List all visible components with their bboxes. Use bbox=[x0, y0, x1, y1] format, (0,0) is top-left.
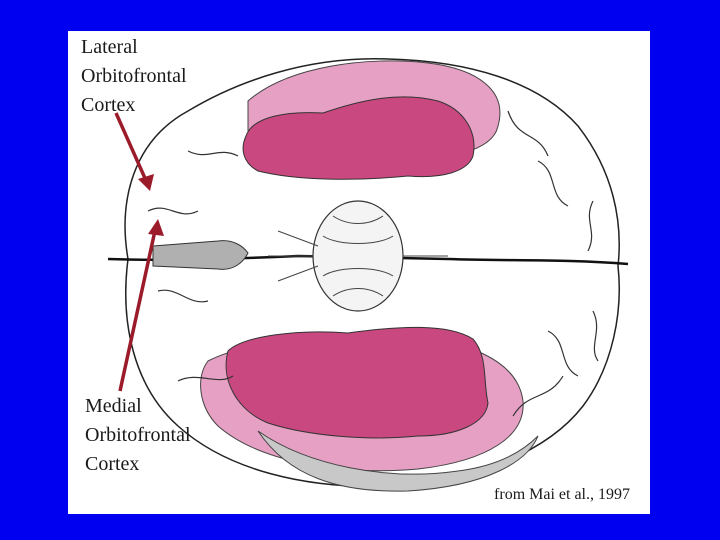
lateral-label-line-2: Orbitofrontal bbox=[81, 65, 187, 87]
lower-region-gray bbox=[257, 430, 539, 492]
brain-illustration bbox=[107, 58, 629, 492]
medial-label-line-1: Medial bbox=[85, 395, 142, 417]
medial-label-line-3: Cortex bbox=[85, 453, 140, 475]
medial-label-line-2: Orbitofrontal bbox=[85, 424, 191, 446]
lateral-arrow-head bbox=[138, 174, 154, 191]
citation-text: from Mai et al., 1997 bbox=[494, 486, 630, 503]
medial-orbitofrontal-label: Medial Orbitofrontal Cortex bbox=[85, 392, 191, 479]
lateral-label-line-1: Lateral bbox=[81, 36, 138, 58]
figure-panel: Lateral Orbitofrontal Cortex Medial Orbi… bbox=[68, 31, 650, 514]
medial-arrow-head bbox=[148, 219, 164, 236]
lower-region-dark bbox=[225, 326, 489, 439]
brainstem-details bbox=[268, 215, 448, 297]
brainstem bbox=[312, 200, 404, 312]
central-gray-region bbox=[152, 240, 249, 270]
lateral-label-line-3: Cortex bbox=[81, 94, 136, 116]
medial-arrow bbox=[118, 225, 158, 392]
lateral-orbitofrontal-label: Lateral Orbitofrontal Cortex bbox=[81, 33, 187, 120]
upper-region-dark bbox=[242, 96, 475, 180]
gyri-lines bbox=[147, 110, 599, 417]
lateral-arrow bbox=[114, 112, 150, 186]
